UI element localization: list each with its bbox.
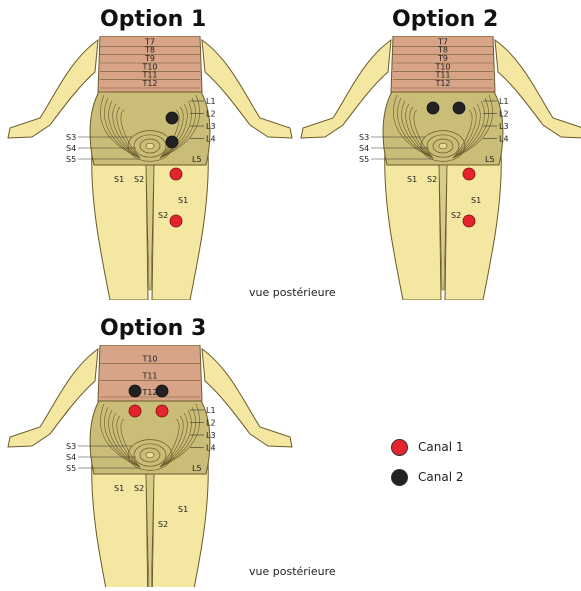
lumbar-label-L2: L2 bbox=[206, 110, 216, 119]
canal-2-electrode-option-1-1 bbox=[166, 112, 178, 124]
sacral-label-S4: S4 bbox=[66, 144, 76, 153]
canal-1-electrode-option-1-2 bbox=[170, 215, 182, 227]
left-leg bbox=[92, 459, 148, 587]
canal-2-electrode-option-2-2 bbox=[453, 102, 465, 114]
option-2-title: Option 2 bbox=[392, 7, 498, 32]
lumbar-label-L5: L5 bbox=[192, 464, 202, 473]
leg-label-s1-left: S1 bbox=[407, 175, 417, 184]
legend-canal-1-label: Canal 1 bbox=[418, 440, 463, 454]
left-arm bbox=[8, 40, 98, 138]
view-label-1: vue postérieure bbox=[249, 286, 336, 299]
lumbar-label-L1: L1 bbox=[206, 97, 216, 106]
sacral-contour bbox=[146, 143, 154, 149]
leg-label-s1-right: S1 bbox=[178, 505, 188, 514]
sacral-label-S5: S5 bbox=[66, 155, 76, 164]
legend-canal-2-label: Canal 2 bbox=[418, 470, 463, 484]
lumbar-label-L3: L3 bbox=[206, 431, 216, 440]
thoracic-label-T10: T10 bbox=[141, 355, 157, 364]
canal-1-electrode-option-2-2 bbox=[463, 215, 475, 227]
sacral-contour bbox=[439, 143, 447, 149]
view-label-3: vue postérieure bbox=[249, 565, 336, 578]
leg-label-s2-right: S2 bbox=[158, 520, 168, 529]
lumbar-label-L1: L1 bbox=[206, 406, 216, 415]
left-arm bbox=[8, 349, 98, 447]
leg-label-s1-right: S1 bbox=[178, 196, 188, 205]
sacral-label-S5: S5 bbox=[359, 155, 369, 164]
option-1-title: Option 1 bbox=[100, 7, 206, 32]
leg-label-s2-right: S2 bbox=[451, 211, 461, 220]
lumbar-label-L4: L4 bbox=[499, 135, 509, 144]
leg-label-s1-right: S1 bbox=[471, 196, 481, 205]
lumbar-label-L3: L3 bbox=[499, 122, 509, 131]
leg-label-s1-left: S1 bbox=[114, 484, 124, 493]
lumbar-label-L5: L5 bbox=[485, 155, 495, 164]
sacral-label-S3: S3 bbox=[359, 133, 369, 142]
lumbar-label-L4: L4 bbox=[206, 444, 216, 453]
canal-2-electrode-option-3-2 bbox=[156, 385, 168, 397]
canal-1-electrode-option-1-1 bbox=[170, 168, 182, 180]
canal-1-electrode-option-3-2 bbox=[156, 405, 168, 417]
leg-label-s2-right: S2 bbox=[158, 211, 168, 220]
thoracic-label-T11: T11 bbox=[141, 371, 157, 380]
canal-2-electrode-option-1-2 bbox=[166, 136, 178, 148]
legend-canal-2-dot bbox=[391, 469, 408, 486]
canal-2-electrode-option-2-1 bbox=[427, 102, 439, 114]
canal-2-electrode-option-3-1 bbox=[129, 385, 141, 397]
lumbar-label-L3: L3 bbox=[206, 122, 216, 131]
figure-option-2: T7T8T9T10T11T12L1L2L3L4L5S3S4S5S1S2S1S2 bbox=[301, 36, 581, 300]
sacral-label-S3: S3 bbox=[66, 133, 76, 142]
leg-label-s2-left: S2 bbox=[134, 175, 144, 184]
leg-label-s1-left: S1 bbox=[114, 175, 124, 184]
left-leg bbox=[385, 150, 441, 300]
lumbar-label-L2: L2 bbox=[499, 110, 509, 119]
left-arm bbox=[301, 40, 391, 138]
option-3-title: Option 3 bbox=[100, 316, 206, 341]
lumbar-label-L4: L4 bbox=[206, 135, 216, 144]
lumbar-label-L1: L1 bbox=[499, 97, 509, 106]
legend-canal-1-dot bbox=[391, 439, 408, 456]
canal-1-electrode-option-3-1 bbox=[129, 405, 141, 417]
sacral-contour bbox=[146, 452, 154, 458]
thoracic-label-T12: T12 bbox=[141, 388, 157, 397]
thoracic-label-T12: T12 bbox=[434, 79, 450, 88]
lumbar-label-L5: L5 bbox=[192, 155, 202, 164]
leg-label-s2-left: S2 bbox=[134, 484, 144, 493]
left-leg bbox=[92, 150, 148, 300]
sacral-label-S5: S5 bbox=[66, 464, 76, 473]
sacral-label-S4: S4 bbox=[359, 144, 369, 153]
canal-1-electrode-option-2-1 bbox=[463, 168, 475, 180]
lumbar-label-L2: L2 bbox=[206, 419, 216, 428]
leg-label-s2-left: S2 bbox=[427, 175, 437, 184]
thoracic-label-T12: T12 bbox=[141, 79, 157, 88]
sacral-label-S4: S4 bbox=[66, 453, 76, 462]
sacral-label-S3: S3 bbox=[66, 442, 76, 451]
